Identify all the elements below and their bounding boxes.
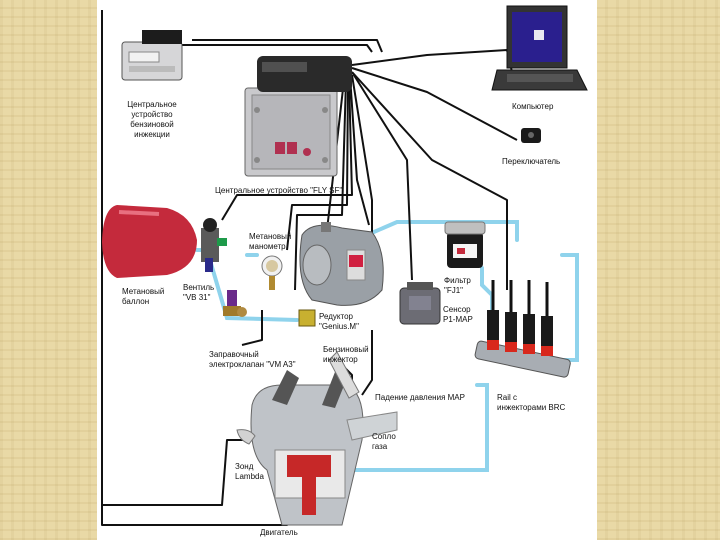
computer-laptop	[491, 5, 588, 91]
label-rail: Rail с инжекторами BRC	[497, 393, 566, 412]
cable-lambda	[102, 439, 247, 506]
cable-central-to-fly	[167, 44, 373, 53]
filling-electrovalve	[223, 290, 247, 317]
engine-block	[236, 351, 398, 526]
label-central-injection: Центральное устройство бензиновой инжекц…	[127, 100, 177, 139]
label-reducer: Редуктор "Genius.M"	[319, 312, 359, 331]
sensor-p1map	[399, 282, 441, 325]
gas-pipe-reducer-to-filter	[365, 220, 519, 242]
methane-cylinder	[102, 205, 197, 278]
methane-manometer	[261, 255, 283, 290]
rail-injectors	[474, 280, 571, 378]
label-filter: Фильтр "FJ1"	[444, 276, 471, 295]
cable-central-top	[192, 39, 383, 53]
label-central-fly: Центральное устройство "FLY SF"	[215, 186, 343, 195]
label-filling-valve: Заправочный электроклапан "VM A3"	[209, 350, 296, 369]
diagram-slide: Центральное устройство бензиновой инжекц…	[97, 0, 597, 540]
fly-sf-ecu	[244, 56, 352, 177]
system-diagram	[101, 5, 588, 526]
filter-fj1	[444, 221, 486, 268]
cable-to-computer	[351, 49, 513, 73]
cable-to-switch	[351, 67, 518, 141]
label-switch: Переключатель	[502, 157, 561, 166]
label-methane-gauge: Метановый манометр	[249, 232, 292, 251]
cable-to-rail	[351, 71, 508, 290]
label-lambda: Зонд Lambda	[235, 462, 264, 481]
label-pressure-drop: Падение давления MAP	[375, 393, 465, 402]
label-petrol-injector: Бензиновый инжектор	[323, 345, 369, 364]
label-engine: Двигатель	[260, 528, 298, 537]
gas-pipe-right-loop	[560, 253, 579, 362]
cable-to-valve	[221, 76, 353, 221]
central-injection-ecu	[121, 30, 183, 81]
label-computer: Компьютер	[512, 102, 554, 111]
cable-to-reducer	[349, 75, 370, 226]
reducer-genius	[298, 222, 384, 327]
label-gas-flow: Сопло газа	[372, 432, 396, 451]
cable-to-sensor	[351, 71, 413, 281]
cable-to-gauge	[286, 77, 349, 251]
label-valve: Вентиль "VB 31"	[183, 283, 215, 302]
cable-pressure	[361, 330, 373, 396]
valve-vb31	[201, 218, 227, 272]
cable-to-filling-valve	[294, 79, 347, 291]
switch-device	[521, 128, 541, 143]
label-sensor: Сенсор P1-MAP	[443, 305, 473, 324]
label-methane-cylinder: Метановый баллон	[122, 287, 165, 306]
cable-filling-valve	[241, 310, 263, 346]
